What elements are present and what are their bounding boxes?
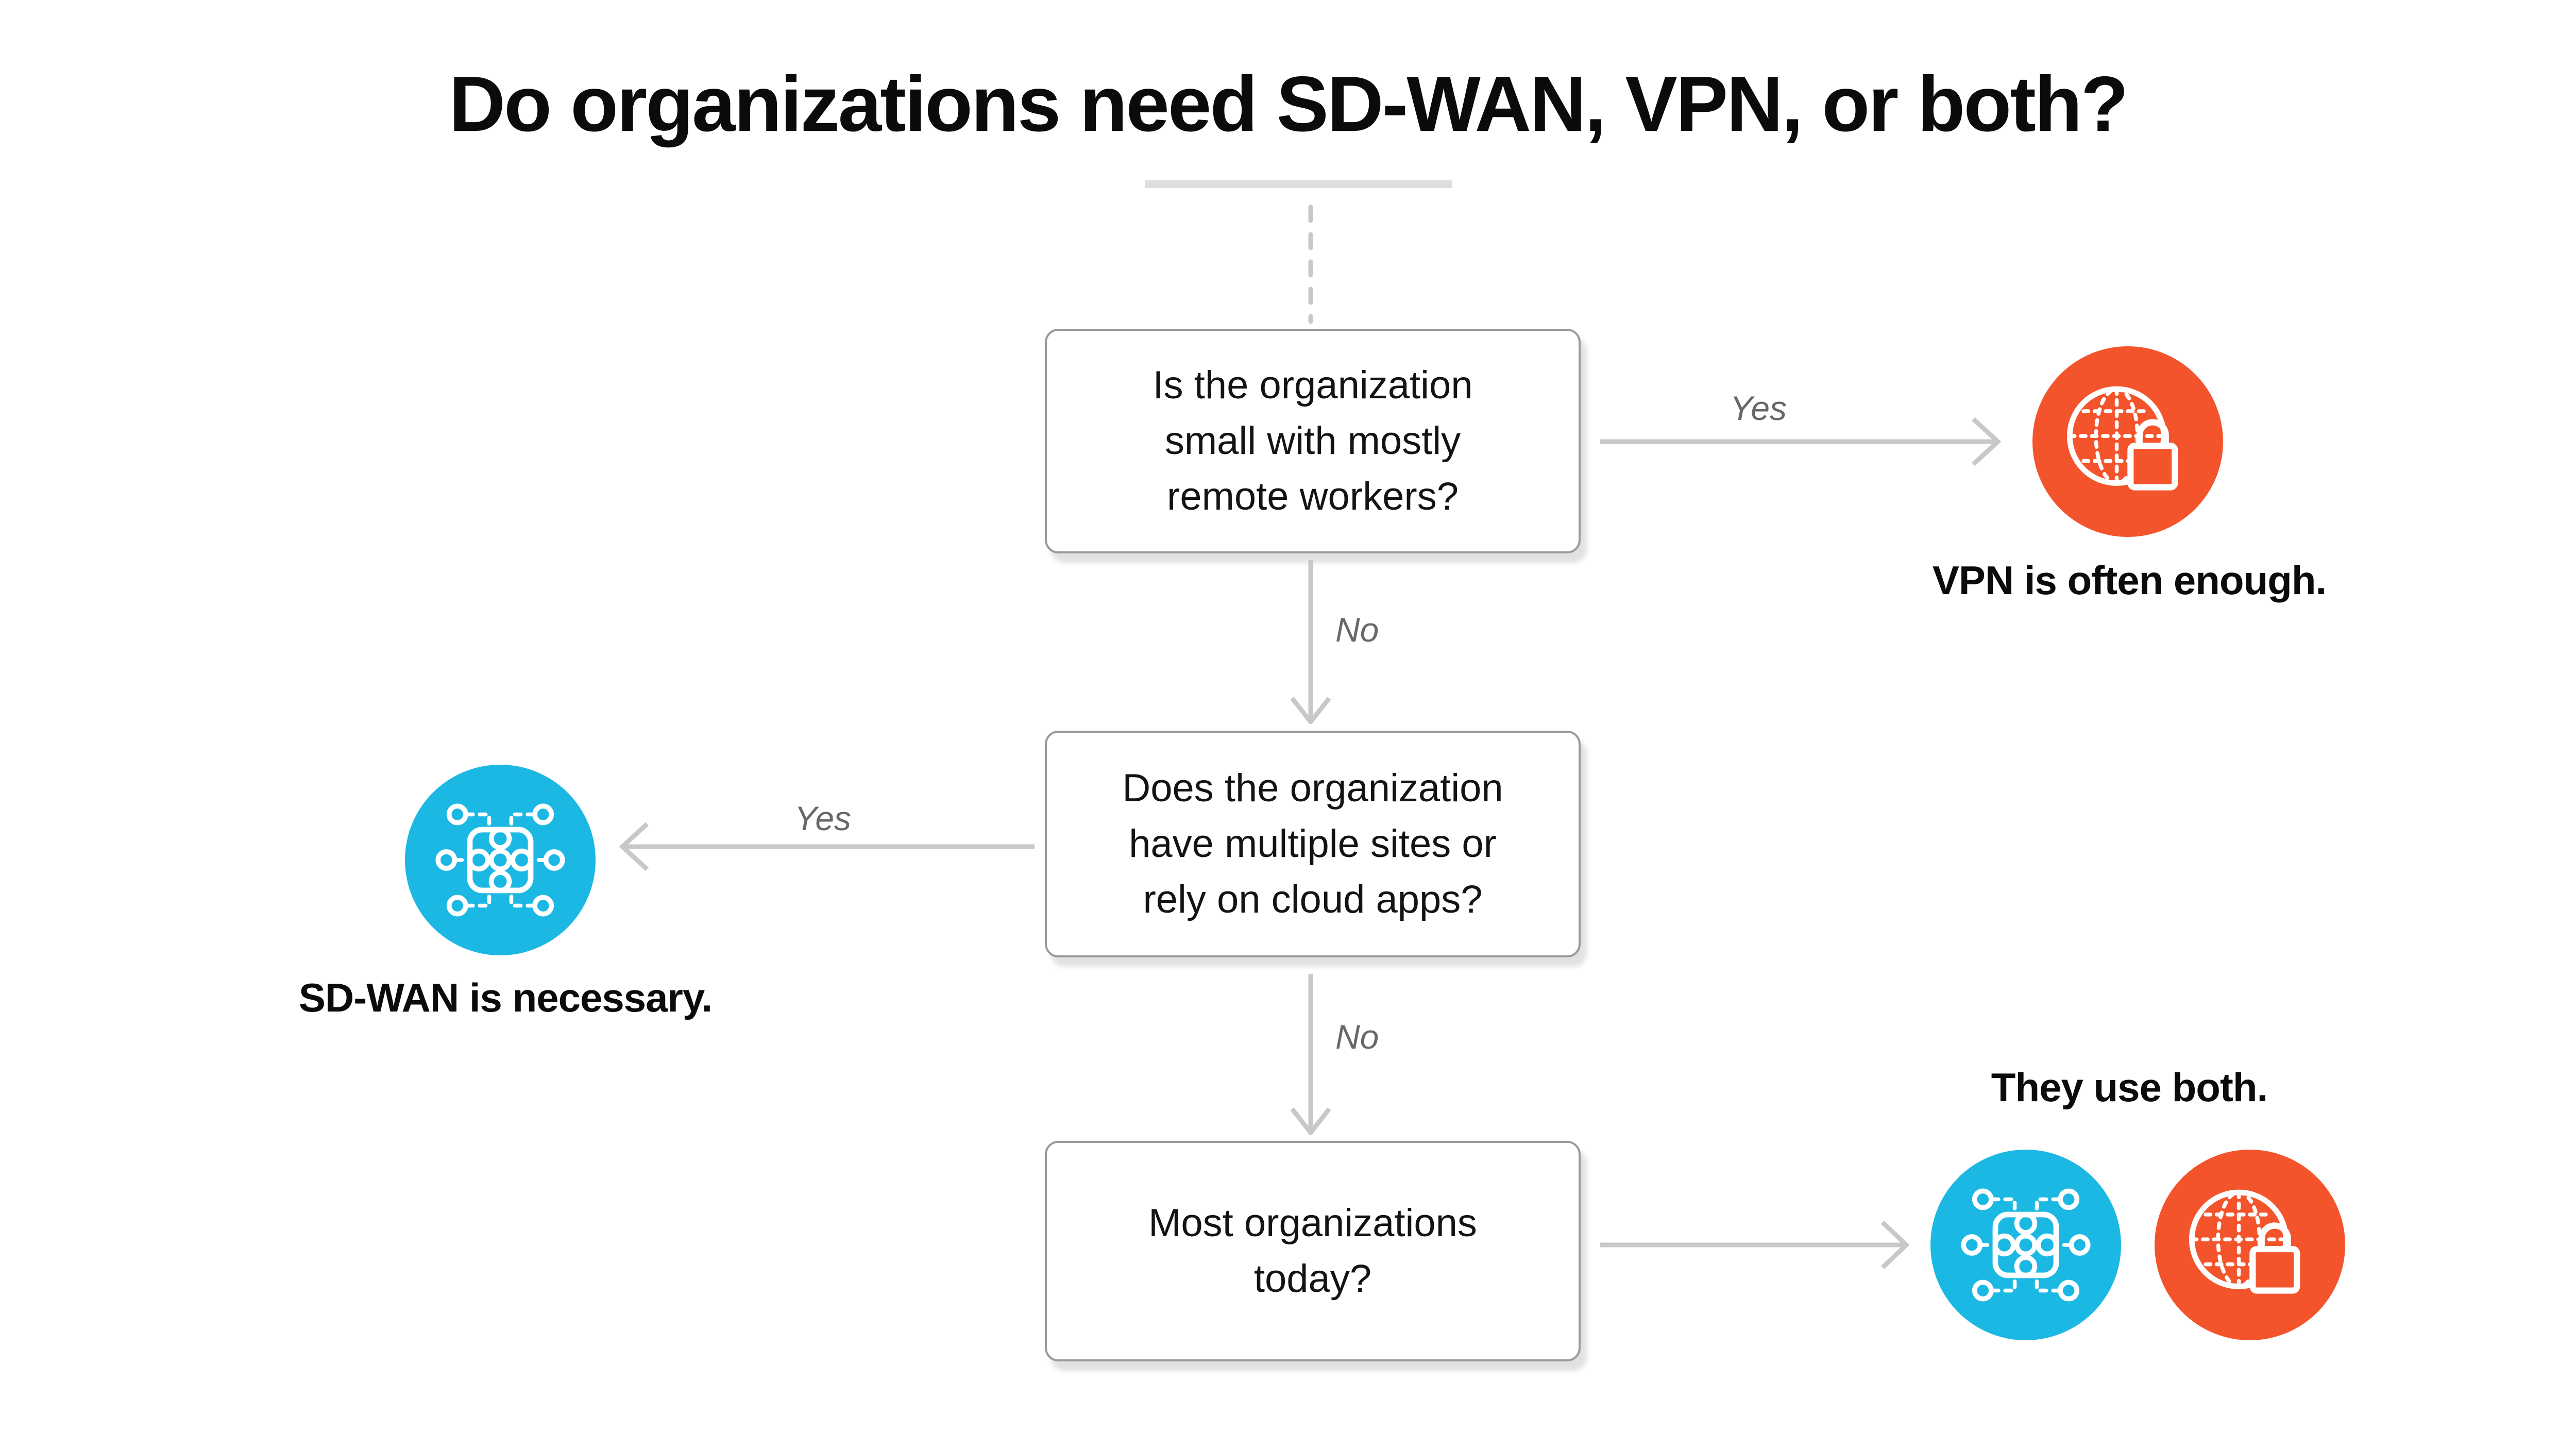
decision-box-q3: Most organizations today? [1045,1141,1581,1361]
globe-lock-icon [2045,359,2211,525]
network-nodes-icon [417,777,583,943]
network-nodes-icon [1943,1162,2109,1328]
title-divider-bar [1145,180,1452,188]
sdwan-icon-badge-small [1930,1150,2121,1340]
q1-text: Is the organization small with mostly re… [1153,363,1473,518]
arrow-q2-yes [619,822,1035,871]
arrow-q1-yes [1600,417,2002,466]
page-title: Do organizations need SD-WAN, VPN, or bo… [449,60,2128,148]
dashed-connector [1308,205,1313,324]
sdwan-icon-badge [405,765,596,955]
vpn-result-label: VPN is often enough. [1932,558,2327,603]
globe-lock-icon [2167,1162,2333,1328]
arrow-q3-both [1600,1220,1910,1270]
edge-label-q1-no: No [1335,611,1379,649]
decision-box-q1: Is the organization small with mostly re… [1045,329,1581,553]
q2-text: Does the organization have multiple site… [1122,766,1503,921]
decision-box-q2: Does the organization have multiple site… [1045,731,1581,957]
edge-label-q1-yes: Yes [1730,389,1787,427]
edge-label-q2-yes: Yes [794,799,852,837]
edge-label-q2-no: No [1335,1018,1379,1056]
q3-text: Most organizations today? [1148,1201,1477,1301]
both-result-label: They use both. [1991,1065,2268,1110]
arrow-q1-no [1290,560,1331,724]
vpn-icon-badge [2032,346,2223,537]
sdwan-result-label: SD-WAN is necessary. [298,975,713,1020]
vpn-icon-badge-small [2155,1150,2345,1340]
arrow-q2-no [1290,974,1331,1135]
